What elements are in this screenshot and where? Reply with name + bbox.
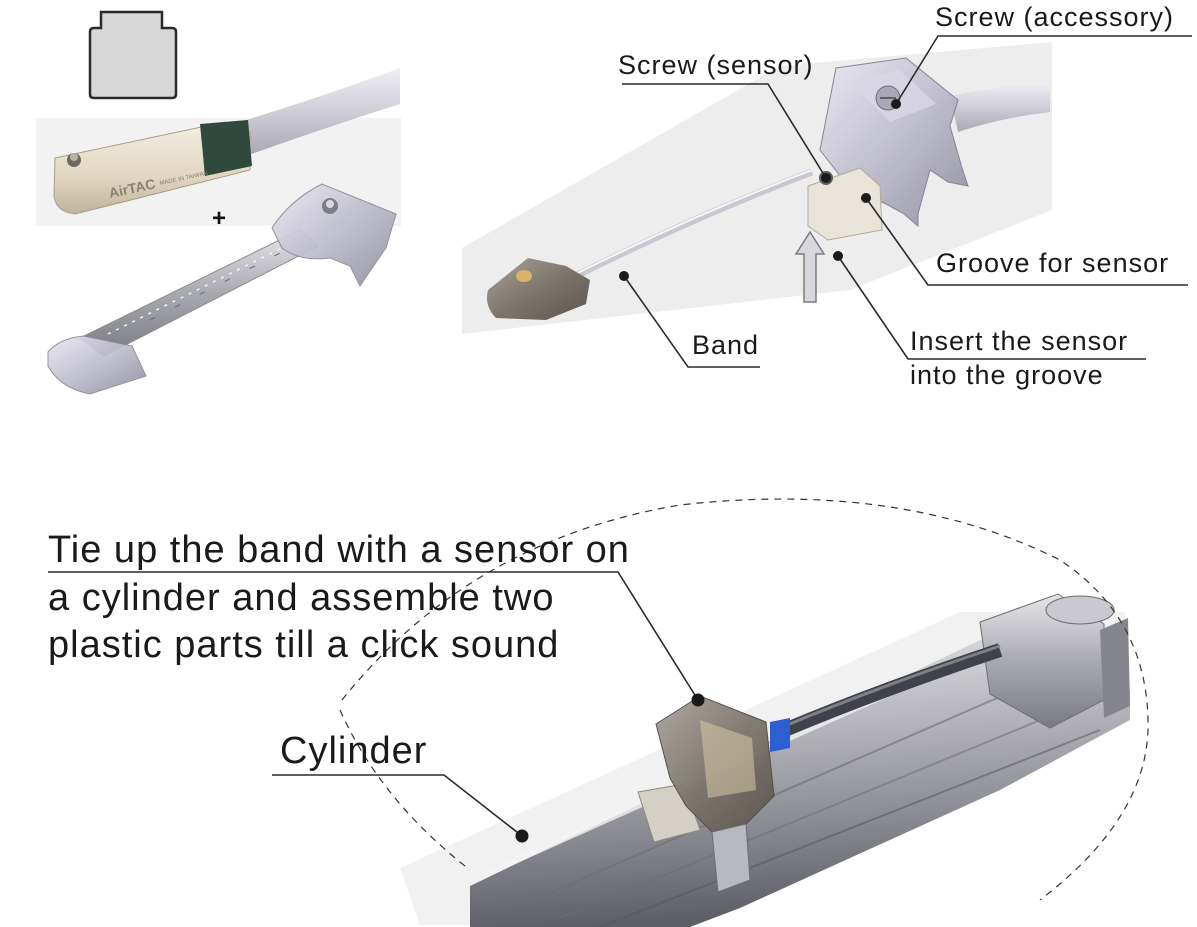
sensor-cable: [240, 68, 400, 156]
plus-sign: +: [212, 205, 226, 232]
label-tie-up-instruction: Tie up the band with a sensor on a cylin…: [48, 529, 630, 666]
leader-tie-up: [48, 571, 699, 701]
label-insert-sensor: Insert the sensor into the groove: [910, 326, 1129, 390]
band-end-clip: [487, 258, 590, 320]
leader-dots: [515, 99, 901, 843]
profile-outline-icon: [88, 10, 178, 100]
label-band: Band: [692, 330, 760, 360]
assembly-cable: [950, 82, 1050, 132]
label-groove-for-sensor: Groove for sensor: [936, 248, 1170, 278]
sensor-cable-on-cylinder: [770, 643, 1003, 752]
leader-insert: [837, 255, 1146, 360]
label-screw-sensor: Screw (sensor): [618, 50, 814, 80]
dashed-outline: [339, 498, 1149, 901]
leader-screw-sensor: [622, 83, 827, 179]
band-kit: [47, 183, 397, 395]
leader-groove: [865, 197, 1188, 286]
mounted-sensor-housing: [637, 695, 775, 893]
leader-lines: [48, 35, 1192, 837]
label-cylinder: Cylinder: [280, 730, 428, 772]
leader-cylinder: [272, 774, 523, 837]
insert-arrow-icon: [794, 230, 826, 303]
leader-band: [623, 275, 760, 368]
label-screw-accessory: Screw (accessory): [935, 2, 1175, 32]
leader-screw-accessory: [895, 35, 1192, 105]
